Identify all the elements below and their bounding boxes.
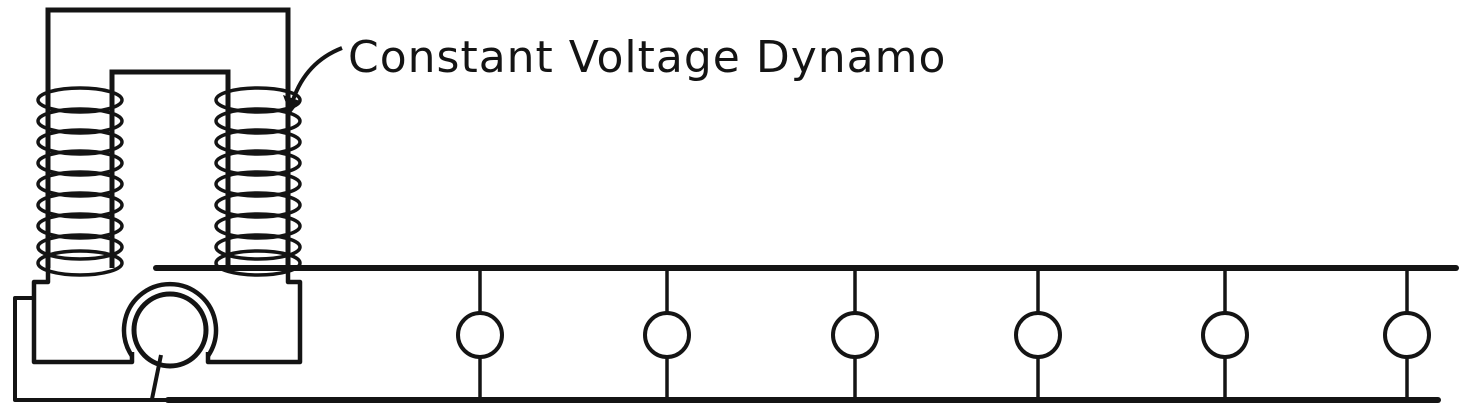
lamp — [643, 268, 691, 400]
field-coil-left — [36, 86, 124, 277]
label-arrow-line — [291, 46, 343, 101]
lamp-bulb-icon — [1383, 311, 1431, 359]
field-coil-right — [214, 86, 302, 277]
pole-shoes — [31, 268, 303, 365]
pole-bore-arc — [121, 281, 219, 358]
field-core — [45, 7, 291, 268]
diagram-label: Constant Voltage Dynamo — [348, 32, 946, 83]
lamp — [1014, 268, 1062, 400]
lamp-bulb-icon — [831, 311, 879, 359]
lamp-bulb-icon — [643, 311, 691, 359]
lamp — [1383, 268, 1431, 400]
lamp-bulb-icon — [456, 311, 504, 359]
label-arrowhead-icon — [283, 95, 300, 114]
lamp — [1201, 268, 1249, 400]
lamp-bulb-icon — [1014, 311, 1062, 359]
lamps-layer — [456, 268, 1431, 400]
bus-lines — [153, 265, 1459, 403]
brush-lead-wire — [150, 354, 163, 400]
dynamo-wires — [13, 296, 170, 402]
armature-circle — [131, 291, 209, 369]
core-outer-outline — [45, 7, 291, 268]
lamp-bulb-icon — [1201, 311, 1249, 359]
core-inner-outline — [109, 69, 231, 268]
annotation: Constant Voltage Dynamo — [283, 32, 946, 114]
pole-shoe-left — [31, 268, 135, 365]
lamp — [831, 268, 879, 400]
dynamo — [13, 7, 303, 402]
lamp — [456, 268, 504, 400]
pole-shoe-right — [205, 268, 303, 365]
field-return-wire — [13, 296, 170, 402]
